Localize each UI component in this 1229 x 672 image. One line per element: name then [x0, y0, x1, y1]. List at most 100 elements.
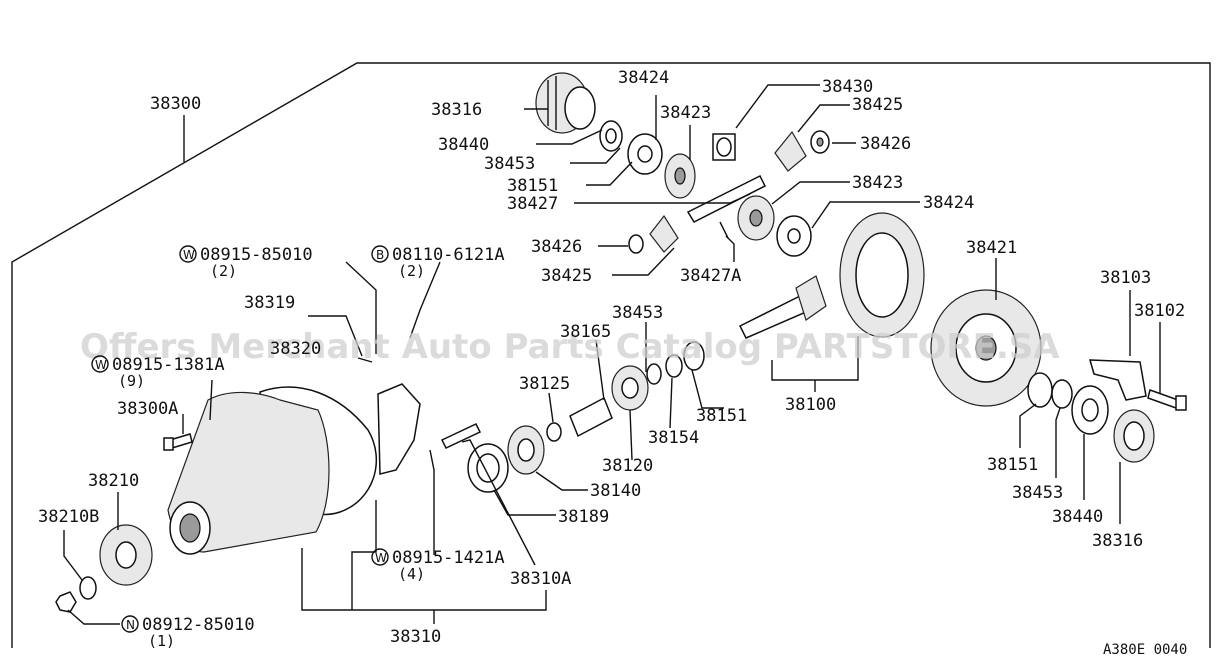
fastener-part-number: 08915-85010: [200, 245, 313, 265]
fastener-b-08110-6121A: B 08110-6121A (2): [371, 245, 505, 280]
callout-38424-mid: 38424: [923, 193, 974, 213]
callout-38151-bot: 38151: [987, 455, 1038, 475]
rear-pinion-bearing-38120: [611, 365, 649, 411]
fastener-quantity: (2): [398, 262, 425, 280]
callout-38189: 38189: [558, 507, 609, 527]
bolt-symbol-icon: [371, 245, 389, 263]
fastener-w-08915-1381A: W 08915-1381A (9): [91, 355, 225, 390]
fastener-n-08912-85010: N 08912-85010 (1): [121, 615, 255, 650]
flange-nut: [55, 591, 77, 613]
fastener-part-number: 08110-6121A: [392, 245, 505, 265]
thrust-block-38430: [712, 133, 736, 161]
watermark-text: Offers Merchant Auto Parts Catalog PARTS…: [80, 327, 1060, 367]
callout-38316-top: 38316: [431, 100, 482, 120]
bottom-shim-38440: [1071, 385, 1109, 435]
callout-38125: 38125: [519, 374, 570, 394]
callout-38300: 38300: [150, 94, 201, 114]
callout-38423-top: 38423: [660, 103, 711, 123]
callout-38453-top: 38453: [484, 154, 535, 174]
pinion-mate-gear-38425-mid: [649, 214, 679, 253]
callout-38320: 38320: [270, 339, 321, 359]
top-side-bearing-38316: [535, 72, 596, 134]
lock-pin-38427A: [719, 221, 729, 239]
drive-pinion: [738, 275, 827, 339]
bearing-cap-38103: [1088, 359, 1147, 401]
oil-seal-38189: [467, 443, 509, 493]
callout-38421: 38421: [966, 238, 1017, 258]
nut-symbol-icon: [121, 615, 139, 633]
washer-symbol-icon: [371, 548, 389, 566]
callout-38426-mid: 38426: [531, 237, 582, 257]
pinion-washer-38426-mid: [628, 234, 644, 254]
callout-38120: 38120: [602, 456, 653, 476]
pinion-shaft-38427: [686, 174, 767, 223]
callout-38427: 38427: [507, 194, 558, 214]
fastener-part-number: 08915-1421A: [392, 548, 505, 568]
flange-washer-38210B: [79, 576, 97, 600]
washer-38125: [546, 422, 562, 442]
stud-bolt: [440, 423, 482, 449]
cap-bolt-38102: [1147, 389, 1187, 411]
collapsible-spacer-38165: [569, 396, 613, 438]
callout-38425-mid: 38425: [541, 266, 592, 286]
side-gear-38423-mid: [737, 195, 775, 241]
thrust-washer-38424-mid: [776, 215, 812, 257]
callout-38425-top: 38425: [852, 95, 903, 115]
bottom-shim-38151: [1027, 372, 1053, 408]
pinion-shim-38151-mid: [683, 341, 705, 371]
callout-38440-bot: 38440: [1052, 507, 1103, 527]
leader-lines: [63, 84, 1161, 625]
fastener-quantity: (2): [210, 262, 237, 280]
pinion-spacer-38154: [665, 354, 683, 378]
callout-labels: 38300 38100 38310 38424 38430 38316 3842…: [38, 68, 1185, 647]
callout-38426-top: 38426: [860, 134, 911, 154]
pinion-washer-38453-mid: [646, 363, 662, 385]
fastener-part-number: 08915-1381A: [112, 355, 225, 375]
top-shim-38440: [599, 120, 623, 152]
callout-38430: 38430: [822, 77, 873, 97]
drawing-code: A380E 0040: [1103, 642, 1187, 658]
callout-38154: 38154: [648, 428, 699, 448]
dust-cover: [377, 383, 421, 475]
pinion-washer-38426-top: [810, 130, 830, 154]
callout-38140: 38140: [590, 481, 641, 501]
callout-38103: 38103: [1100, 268, 1151, 288]
fastener-quantity: (1): [148, 632, 175, 650]
pinion-mate-gear-38425-top: [774, 130, 807, 172]
callout-38151-top: 38151: [507, 176, 558, 196]
callout-38453-mid: 38453: [612, 303, 663, 323]
callout-38423-mid: 38423: [852, 173, 903, 193]
fastener-symbol: N: [126, 618, 135, 632]
bottom-side-bearing-38316: [1113, 409, 1155, 463]
washer-symbol-icon: [179, 245, 197, 263]
callout-38102: 38102: [1134, 301, 1185, 321]
diagram-frame: [11, 62, 1211, 648]
callout-38300A: 38300A: [117, 399, 178, 419]
fastener-symbol: W: [95, 358, 107, 372]
callout-38453-bot: 38453: [1012, 483, 1063, 503]
bottom-washer-38453: [1051, 379, 1073, 409]
carrier-bolt-38300A: [163, 433, 193, 451]
fastener-symbol: W: [183, 248, 195, 262]
differential-case-38421: [930, 289, 1042, 407]
top-side-gear-38423: [664, 153, 696, 199]
fastener-quantity: (9): [118, 372, 145, 390]
callout-38319: 38319: [244, 293, 295, 313]
callout-38427A: 38427A: [680, 266, 741, 286]
companion-flange-38210: [99, 524, 153, 586]
washer-symbol-icon: [91, 355, 109, 373]
callout-38210B: 38210B: [38, 507, 99, 527]
fastener-w-08915-85010: W 08915-85010 (2): [179, 245, 313, 280]
ring-gear: [839, 212, 925, 338]
fastener-part-number: 08912-85010: [142, 615, 255, 635]
carrier-housing-38310: [167, 391, 330, 555]
front-pinion-bearing-38140: [507, 425, 545, 475]
callout-38310: 38310: [390, 627, 441, 647]
fastener-symbol: B: [376, 248, 384, 262]
fastener-quantity: (4): [398, 565, 425, 583]
callout-38165: 38165: [560, 322, 611, 342]
callout-38310A: 38310A: [510, 569, 571, 589]
callout-38151-mid: 38151: [696, 406, 747, 426]
callout-38210: 38210: [88, 471, 139, 491]
callout-38100: 38100: [785, 395, 836, 415]
